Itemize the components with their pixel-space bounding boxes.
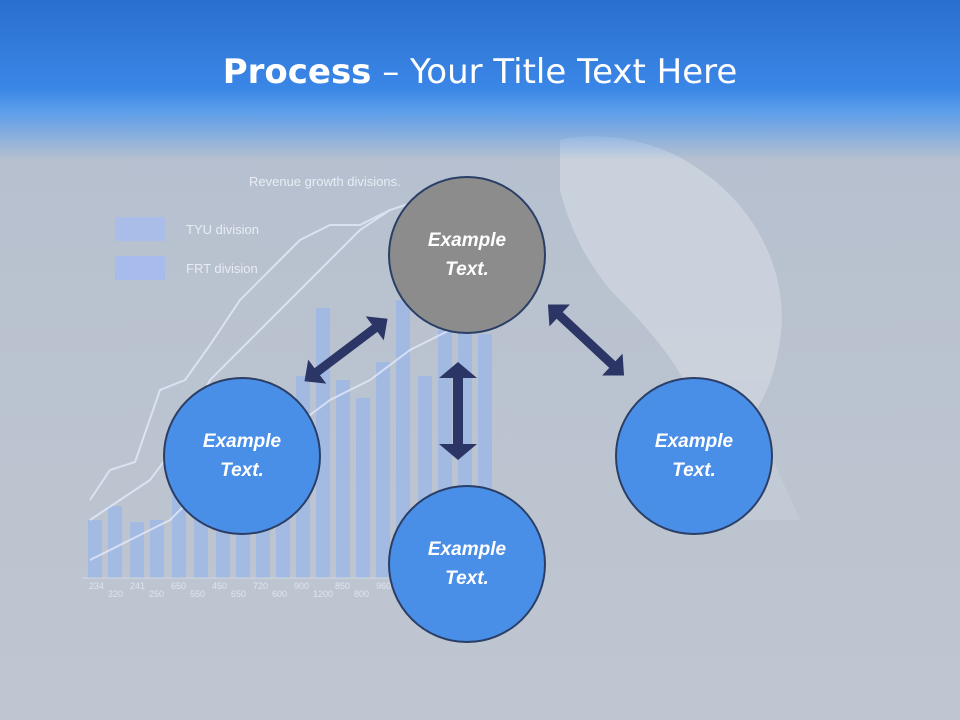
background-tick-row-2: 320 250 550 650 600 1200 800 [108, 589, 369, 599]
legend-swatch-frt [115, 256, 165, 280]
background-tick-label: 550 [190, 589, 205, 599]
background-tick-label: 241 [130, 581, 145, 591]
background-tick-label: 720 [253, 581, 268, 591]
background-tick-label: 900 [294, 581, 309, 591]
background-chart-title: Revenue growth divisions. [249, 174, 401, 189]
legend-swatch-tyu [115, 217, 165, 241]
node-bottom-line2: Text. [445, 568, 489, 589]
title-rest: – Your Title Text Here [371, 52, 738, 92]
arrow-top-right [547, 304, 625, 376]
slide-title: Process – Your Title Text Here [0, 52, 960, 92]
node-right-line2: Text. [672, 460, 716, 481]
legend-label-frt: FRT division [186, 261, 258, 276]
background-tick-label: 600 [272, 589, 287, 599]
background-tick-label: 250 [149, 589, 164, 599]
background-tick-label: 650 [231, 589, 246, 599]
node-right-line1: Example [654, 431, 734, 452]
title-bar [0, 0, 960, 160]
node-top-line2: Text. [445, 259, 489, 280]
title-bold: Process [222, 52, 372, 92]
legend-label-tyu: TYU division [186, 222, 259, 237]
node-bottom-line1: Example [427, 539, 507, 560]
node-top-line1: Example [427, 230, 507, 251]
background-tick-label: 1200 [313, 589, 333, 599]
arrow-top-left [304, 316, 388, 384]
diagram-arrows [304, 304, 625, 460]
background-tick-row-1: 234 241 650 450 720 900 850 960 [89, 581, 391, 591]
arrow-vertical [439, 362, 477, 460]
node-left-line1: Example [202, 431, 282, 452]
node-left-line2: Text. [220, 460, 264, 481]
background-tick-label: 234 [89, 581, 104, 591]
background-tick-label: 650 [171, 581, 186, 591]
background-tick-label: 960 [376, 581, 391, 591]
background-tick-label: 850 [335, 581, 350, 591]
background-tick-label: 800 [354, 589, 369, 599]
background-tick-label: 320 [108, 589, 123, 599]
background-tick-label: 450 [212, 581, 227, 591]
